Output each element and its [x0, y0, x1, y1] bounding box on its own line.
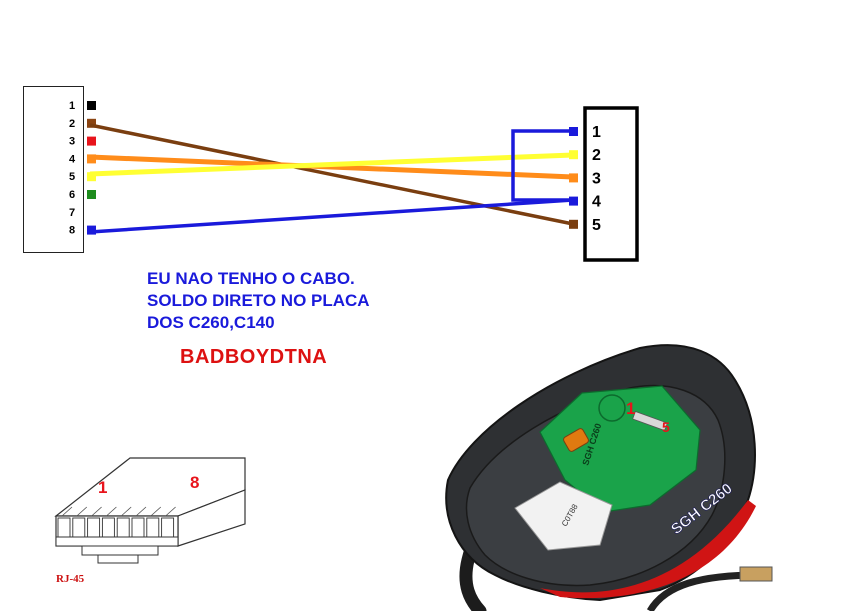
left-connector-pin-markers — [87, 101, 96, 235]
rj45-ridge — [61, 506, 73, 517]
right-pin-4-label: 4 — [592, 194, 601, 211]
right-pin-5-label: 5 — [592, 217, 601, 234]
left-pin-5-marker — [87, 172, 96, 182]
rj45-latch — [81, 545, 159, 556]
wire-blue-8-to-4 — [89, 198, 574, 234]
author-credit: BADBOYDTNA — [180, 346, 328, 368]
phone-photo: SGH C260 C0T88 1 5 SGH C260 — [445, 344, 773, 611]
rj45-ridge — [76, 506, 88, 517]
wire-blue-4-to-1-bridge — [511, 129, 573, 202]
right-pin-3-marker — [569, 173, 578, 183]
rj45-label: RJ-45 — [56, 573, 85, 585]
rj45-pin-1-label: 1 — [98, 478, 107, 497]
wire-brown-2-to-5 — [89, 123, 574, 226]
left-pin-2-marker — [87, 118, 96, 128]
rj45-contact — [57, 517, 71, 538]
left-pin-1-marker — [87, 101, 96, 110]
right-connector-pin-markers — [569, 127, 578, 229]
rj45-ridge — [120, 506, 132, 517]
left-pin-3-marker — [87, 136, 96, 146]
left-pin-6-marker — [87, 190, 96, 199]
left-pin-3-label: 3 — [69, 136, 75, 148]
wires — [89, 123, 574, 234]
phone-chip-label — [514, 481, 613, 551]
rj45-contact — [87, 517, 101, 538]
note-line-3: DOS C260,C140 — [147, 313, 275, 332]
rj45-contacts — [57, 506, 176, 538]
left-pin-8-label: 8 — [69, 225, 75, 237]
phone-red-edge — [540, 500, 756, 599]
left-pin-4-label: 4 — [69, 153, 76, 165]
board-pin-1-label: 1 — [626, 399, 635, 418]
left-pin-7-label: 7 — [69, 207, 75, 219]
left-connector-pin-labels: 1 2 3 4 5 6 7 8 — [69, 100, 76, 237]
right-pin-2-marker — [569, 150, 578, 160]
left-pin-2-label: 2 — [69, 118, 75, 130]
left-pin-5-label: 5 — [69, 171, 75, 183]
rj45-plug-drawing: 1 8 RJ-45 — [54, 457, 246, 585]
rj45-contact — [101, 517, 115, 538]
rj45-contact — [146, 517, 160, 538]
right-connector-box — [583, 106, 639, 262]
rj45-base — [55, 536, 179, 547]
note-line-2: SOLDO DIRETO NO PLACA — [147, 291, 370, 310]
rj45-ridge — [106, 506, 117, 517]
phone-usb-plug — [739, 566, 773, 582]
wire-yellow-5-to-2 — [89, 152, 574, 177]
right-pin-4-marker — [569, 196, 578, 206]
board-gear-mark — [598, 394, 626, 422]
left-pin-8-marker — [87, 225, 96, 235]
right-pin-2-label: 2 — [592, 147, 601, 164]
rj45-contact — [116, 517, 130, 538]
right-connector-pin-labels: 1 2 3 4 5 — [592, 124, 601, 234]
rj45-ridge — [135, 506, 147, 517]
rj45-pin-8-label: 8 — [190, 473, 199, 492]
rj45-contact — [161, 517, 175, 538]
rj45-ridge — [91, 506, 102, 517]
right-pin-1-marker — [569, 127, 578, 136]
board-plug — [563, 428, 589, 452]
right-pin-1-label: 1 — [592, 124, 601, 141]
left-pin-1-label: 1 — [69, 100, 75, 112]
left-pin-6-label: 6 — [69, 189, 75, 201]
rj45-ridge — [150, 506, 162, 517]
board-pin-5-label: 5 — [662, 419, 670, 435]
rj45-ridge — [165, 506, 176, 517]
right-pin-3-label: 3 — [592, 170, 601, 187]
rj45-latch-tab — [97, 554, 139, 564]
rj45-contact — [131, 517, 145, 538]
note-line-1: EU NAO TENHO O CABO. — [147, 269, 355, 288]
left-connector-box — [23, 86, 84, 253]
board-contact-pads — [632, 410, 668, 432]
right-pin-5-marker — [569, 219, 578, 229]
rj45-contact — [72, 517, 86, 538]
